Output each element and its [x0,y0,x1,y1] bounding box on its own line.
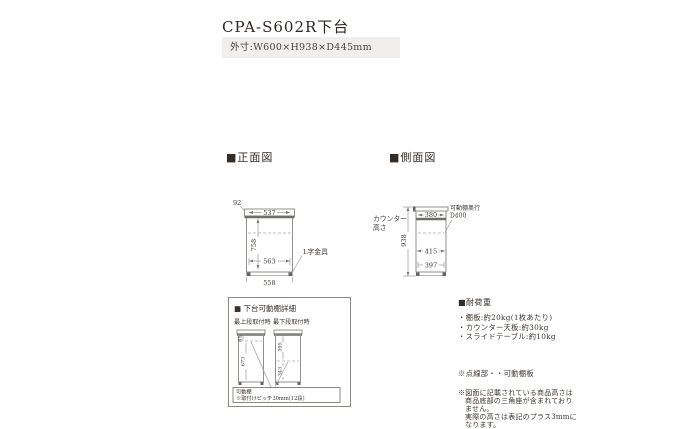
shelf-detail-col-bottom-label: 最下段取付時 [273,318,310,326]
side-dim-938: 938 [400,234,408,246]
mini2-dim-top-gap: 395 [278,342,284,352]
front-left-foot [246,272,251,276]
dotted-line-note: ※点線部・・可動棚板 [458,369,534,379]
side-front-foot [416,272,420,276]
shelf-note-line1: 可動棚 [236,388,252,396]
side-dim-415: 415 [425,247,437,255]
height-note: ※図面に記載されている商品高さは 商品底部の三角座が含まれており ません。 実際… [458,389,638,429]
side-dim-397: 397 [425,261,437,269]
front-dim-563: 563 [263,257,275,265]
section-side-view-title: ■側面図 [389,151,437,164]
section-front-view-title: ■正面図 [226,151,274,164]
front-l-bracket-leader [291,255,303,274]
shelf-note-line2: ※取付けピッチ30mm(12段) [236,394,305,402]
side-back-foot [442,272,446,276]
shelf-detail-col-top-label: 最上段取付時 [234,318,271,326]
height-note-line: 商品底部の三角座が含まれており [465,397,573,406]
load-capacity-item-counter: ・カウンター天板:約30kg [458,322,549,332]
front-dim-758: 758 [250,239,258,251]
front-view-drawing: 92 537 758 563 558 L字金具 [233,199,328,287]
side-dim-380: 380 [425,211,437,219]
load-capacity-item-slide-table: ・スライドテーブル:約10kg [458,332,556,342]
front-dim-92-leader [239,205,245,212]
mini2-dim-span: 343 [278,367,284,377]
mini1-body [238,333,264,383]
height-note-line: なります。 [465,421,501,429]
side-view-drawing: カウンター 高さ 938 380 可動棚奥行 D400 415 397 [373,204,480,277]
page-title: CPA-S602R下台 [222,18,350,36]
side-counter-height-label-1: カウンター [373,214,407,223]
front-l-bracket-label: L字金具 [303,247,328,256]
front-dim-537: 537 [263,209,275,217]
mini1-note-leader [250,341,272,388]
load-capacity-title: ■耐荷重 [458,298,492,307]
height-note-line: 実際の高さは表記のプラス3mmに [465,413,577,422]
shelf-note-box [232,387,341,403]
outer-dimensions-box: 外寸:W600×H938×D445mm [222,37,400,58]
load-capacity-block: ■耐荷重 ・棚板:約20kg(1枚あたり) ・カウンター天板:約30kg ・スラ… [458,297,638,429]
side-counter-front-edge [413,206,416,212]
front-dim-92: 92 [233,199,241,207]
front-dim-558: 558 [263,279,275,287]
mini1-dim-span: 673 [241,357,247,367]
shelf-detail-drawing: ■ 下台可動棚詳細 最上段取付時 最下段取付時 65 673 395 343 [232,303,341,403]
side-shelf-depth-leader [444,219,453,233]
height-note-line: ません。 [465,405,494,414]
side-shelf-depth-label-2: D400 [450,213,466,220]
side-counter-height-label-2: 高さ [373,223,387,232]
front-right-foot [288,272,293,276]
shelf-detail-title: ■ 下台可動棚詳細 [234,303,296,313]
mini1-dim-top-gap: 65 [238,335,244,341]
mini2-note-leader [274,361,289,388]
shelf-detail-box: ■ 下台可動棚詳細 最上段取付時 最下段取付時 65 673 395 343 [228,297,351,407]
height-note-line: ※図面に記載されている商品高さは [458,389,573,398]
side-cabinet-body [415,210,447,273]
mini2-body [275,333,301,383]
side-shelf-depth-label-1: 可動棚奥行 [450,204,480,212]
load-capacity-item-shelf: ・棚板:約20kg(1枚あたり) [458,313,553,322]
